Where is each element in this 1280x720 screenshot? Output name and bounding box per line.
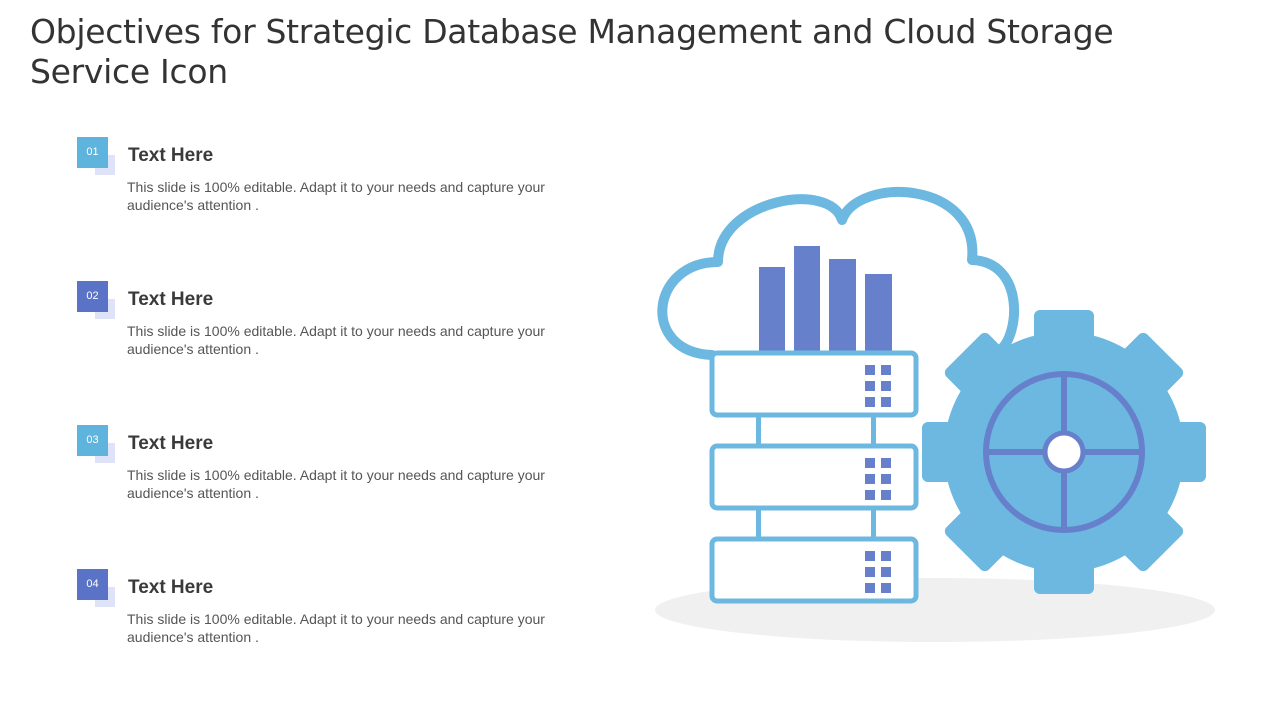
item-heading: Text Here <box>128 145 214 166</box>
database-cloud-illustration <box>655 187 1215 642</box>
objective-item-4: 04 Text Here This slide is 100% editable… <box>77 569 597 679</box>
number-badge: 02 <box>77 281 115 319</box>
gear-icon <box>922 310 1206 594</box>
item-body: This slide is 100% editable. Adapt it to… <box>127 467 545 501</box>
server-stack-icon <box>709 350 919 604</box>
objective-item-2: 02 Text Here This slide is 100% editable… <box>77 281 597 391</box>
item-heading: Text Here <box>128 577 214 598</box>
number-badge: 01 <box>77 137 115 175</box>
badge-number: 01 <box>77 137 108 168</box>
slide-title: Objectives for Strategic Database Manage… <box>30 12 1114 91</box>
item-body: This slide is 100% editable. Adapt it to… <box>127 611 545 645</box>
badge-number: 04 <box>77 569 108 600</box>
item-heading: Text Here <box>128 433 214 454</box>
badge-number: 02 <box>77 281 108 312</box>
item-heading: Text Here <box>128 289 214 310</box>
objective-item-3: 03 Text Here This slide is 100% editable… <box>77 425 597 535</box>
bar-chart-icon <box>759 246 892 357</box>
number-badge: 04 <box>77 569 115 607</box>
badge-number: 03 <box>77 425 108 456</box>
item-body: This slide is 100% editable. Adapt it to… <box>127 323 545 357</box>
cloud-icon <box>657 187 1019 360</box>
number-badge: 03 <box>77 425 115 463</box>
item-body: This slide is 100% editable. Adapt it to… <box>127 179 545 213</box>
objective-item-1: 01 Text Here This slide is 100% editable… <box>77 137 597 247</box>
